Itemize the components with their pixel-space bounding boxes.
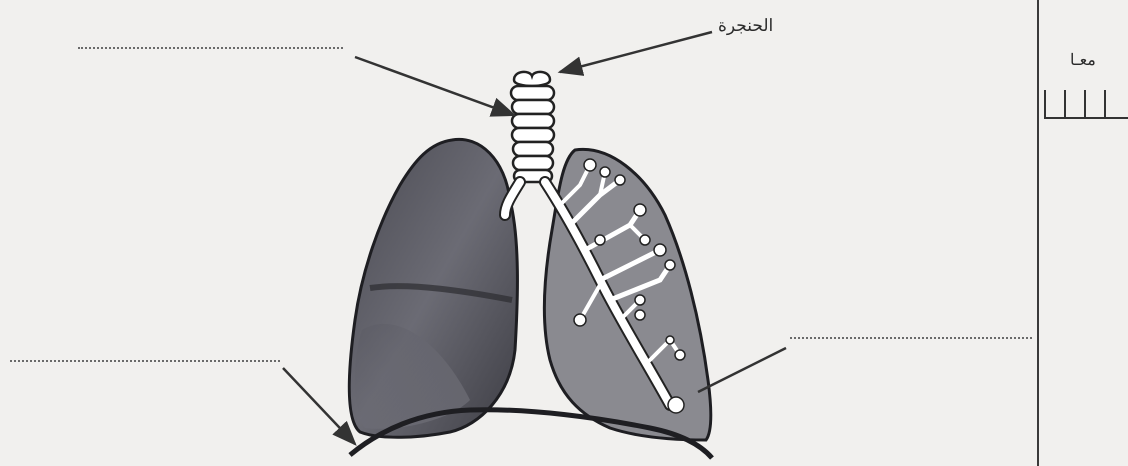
left-lung bbox=[349, 139, 517, 437]
trachea bbox=[511, 72, 554, 182]
alveolus-pointer-arrow bbox=[698, 348, 786, 392]
larynx-pointer-arrow bbox=[560, 32, 712, 72]
score-box bbox=[1045, 90, 1128, 118]
larynx-label: الحنجرة bbox=[718, 16, 773, 36]
diaphragm-pointer-arrow bbox=[283, 368, 355, 444]
page-margin-line bbox=[1037, 0, 1039, 466]
answer-blank-right[interactable] bbox=[790, 337, 1032, 339]
answer-blank-bottom-left[interactable] bbox=[10, 360, 280, 362]
answer-blank-top-left[interactable] bbox=[78, 47, 343, 49]
score-label: معـا bbox=[1070, 50, 1096, 69]
trachea-pointer-arrow bbox=[355, 57, 514, 115]
